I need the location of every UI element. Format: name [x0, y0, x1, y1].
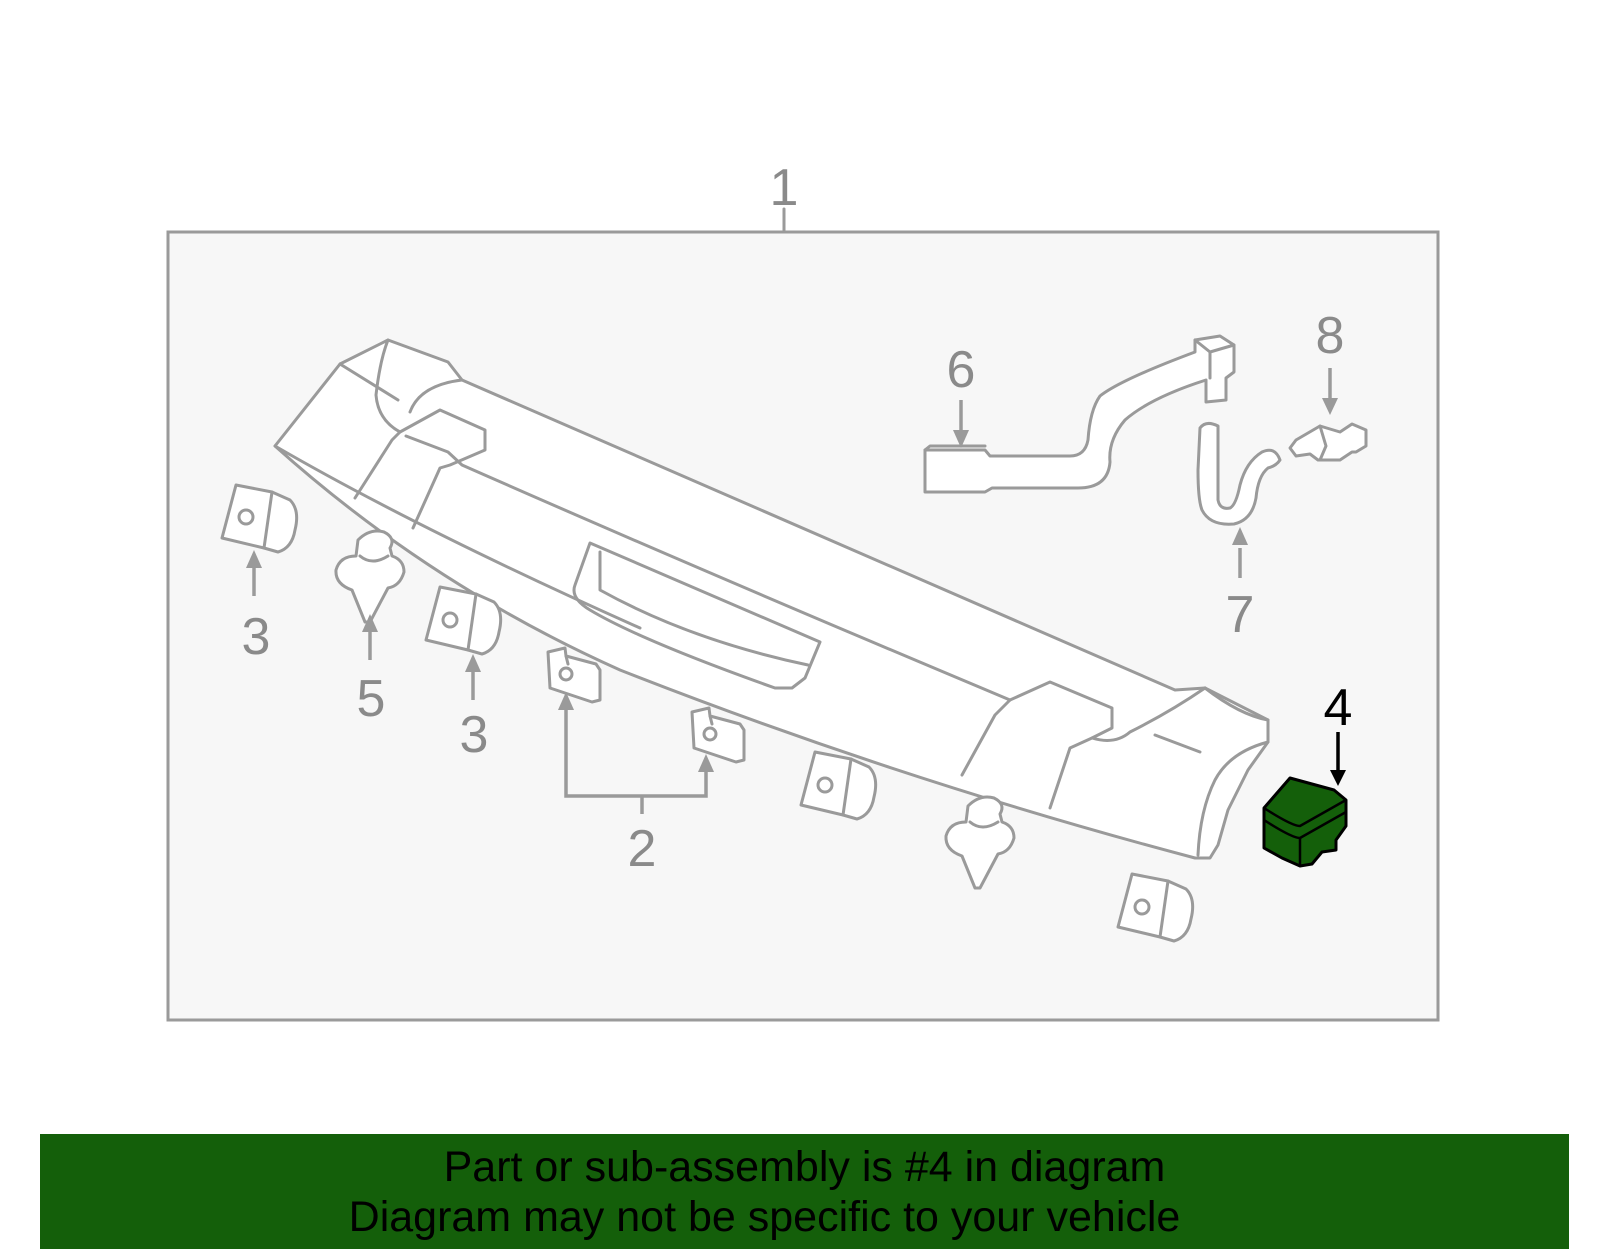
clip-unlabeled-c	[799, 750, 878, 821]
nut-clip-part-2-a	[546, 646, 602, 704]
callout-7: 7	[1226, 586, 1255, 644]
callout-4-group: 4	[1324, 679, 1353, 786]
nozzle-part-8	[1288, 422, 1368, 462]
clip-part-3-b	[424, 585, 503, 656]
callout-6-group: 6	[947, 341, 976, 448]
banner-line-1: Part or sub-assembly is #4 in diagram	[443, 1142, 1166, 1191]
callout-8: 8	[1316, 307, 1345, 365]
callout-7-group: 7	[1226, 527, 1255, 644]
callout-2-group: 2	[558, 692, 714, 878]
callout-3a-group: 3	[242, 550, 271, 666]
nut-clip-part-2-b	[690, 706, 746, 764]
clip-part-3-a	[220, 483, 299, 554]
banner-line-2: Diagram may not be specific to your vehi…	[348, 1192, 1181, 1241]
hose-part-7	[1196, 421, 1282, 526]
callout-3a: 3	[242, 608, 271, 666]
callout-3b-group: 3	[460, 654, 489, 764]
clip-unlabeled-d	[1116, 872, 1195, 943]
highlighted-part-4	[1262, 776, 1348, 868]
push-pin-unlabeled	[944, 795, 1016, 890]
callout-4: 4	[1324, 679, 1353, 737]
callout-8-group: 8	[1316, 307, 1345, 415]
callout-5-group: 5	[357, 614, 386, 728]
callout-1: 1	[770, 159, 799, 217]
washer-hose-part-6	[923, 334, 1236, 494]
callout-3b: 3	[460, 706, 489, 764]
spoiler-body	[273, 338, 1270, 860]
callout-6: 6	[947, 341, 976, 399]
callout-2: 2	[628, 820, 657, 878]
push-pin-part-5	[334, 529, 406, 624]
info-banner: Part or sub-assembly is #4 in diagram Di…	[40, 1134, 1569, 1249]
callout-5: 5	[357, 670, 386, 728]
